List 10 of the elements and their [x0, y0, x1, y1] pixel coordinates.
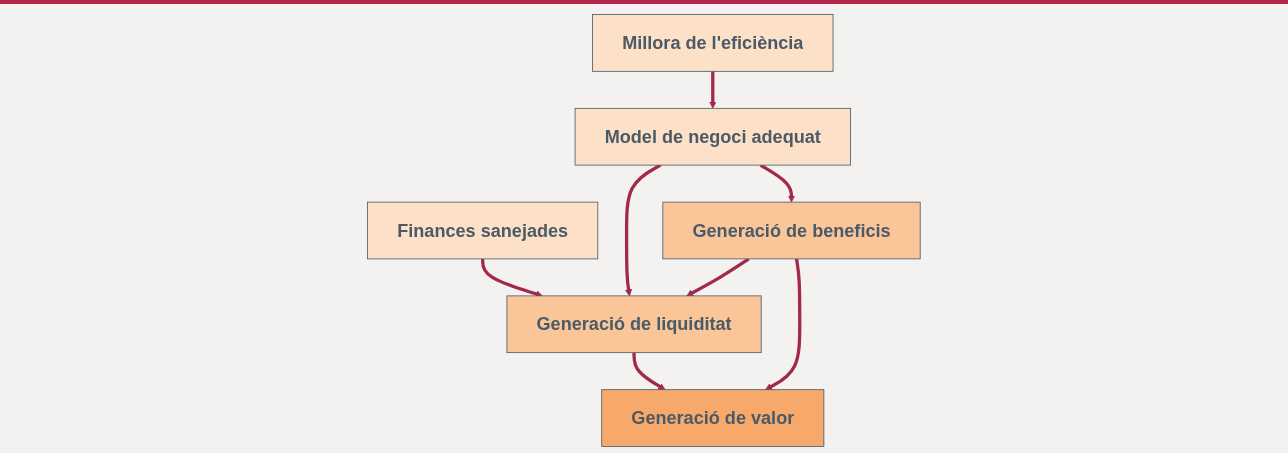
node-box: Millora de l'eficiència	[592, 14, 834, 72]
node-box: Generació de liquiditat	[506, 295, 762, 354]
node-box: Model de negoci adequat	[574, 107, 851, 166]
arrow	[632, 352, 666, 390]
arrow	[686, 257, 750, 297]
arrow	[765, 258, 802, 390]
node-box: Finances sanejades	[367, 201, 599, 260]
node-box: Generació de beneficis	[662, 201, 921, 260]
node-box: Generació de valor	[601, 389, 825, 447]
arrow	[709, 71, 717, 109]
